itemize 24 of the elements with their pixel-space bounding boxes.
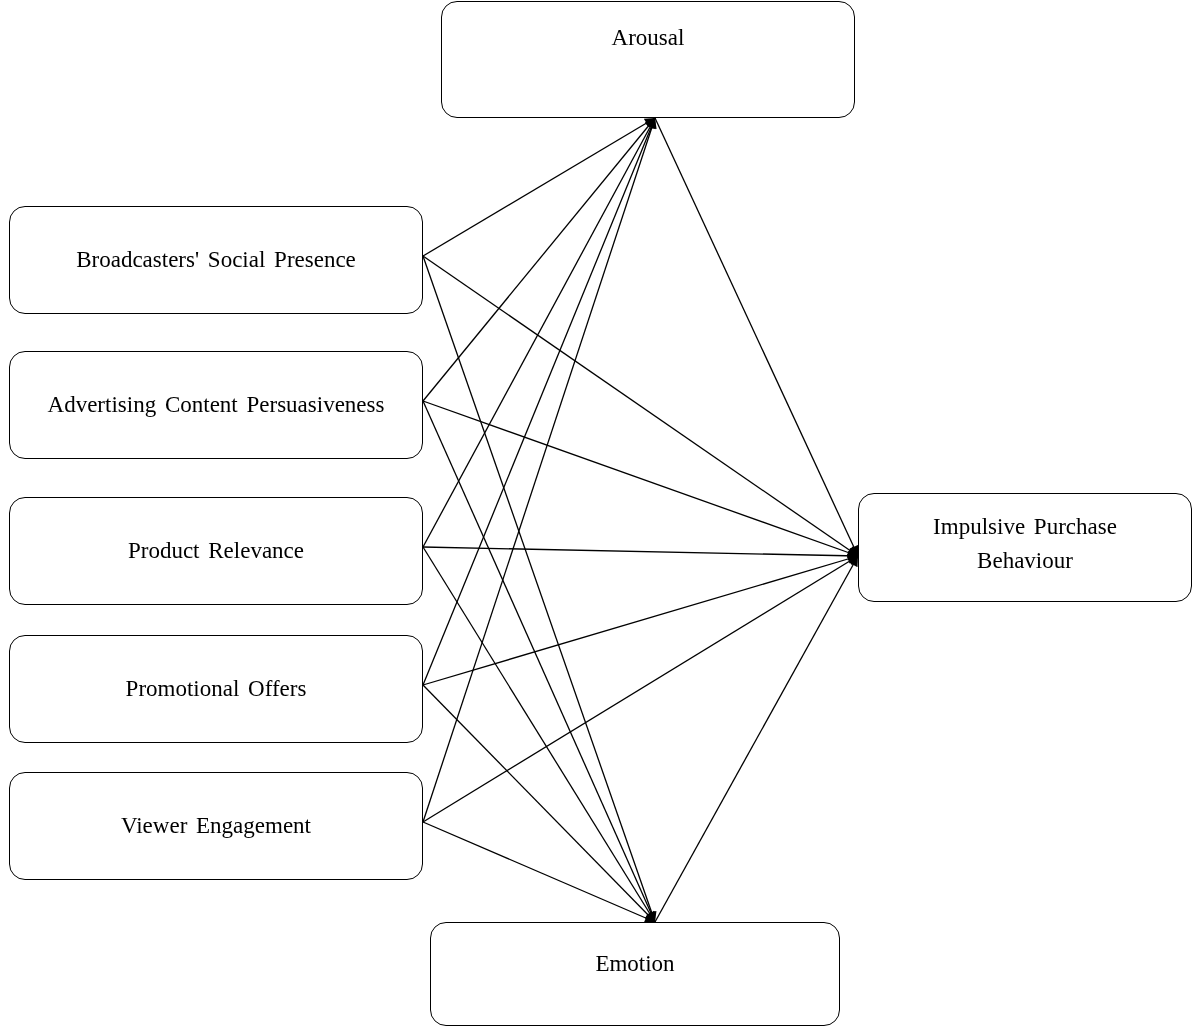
arrow [422, 117, 656, 686]
variable-box [858, 493, 1192, 602]
variable-label: Advertising Content Persuasiveness [47, 391, 385, 420]
variable-label: Viewer Engagement [121, 812, 311, 841]
variable-label: Broadcasters' Social Presence [76, 246, 356, 275]
variable-box [9, 497, 423, 605]
variable-label: Emotion [595, 950, 675, 979]
arrow [422, 555, 859, 823]
variable-label: Product Relevance [127, 537, 305, 566]
arrow [422, 117, 657, 823]
variable-box [9, 635, 423, 743]
arrow [654, 555, 859, 923]
variable-box [9, 772, 423, 880]
variable-box [9, 351, 423, 459]
variable-label: Impulsive Purchase Behaviour [932, 513, 1118, 575]
variable-label: Promotional Offers [125, 675, 307, 704]
variable-box [9, 206, 423, 314]
arrow [422, 117, 656, 548]
arrow [654, 117, 859, 557]
variable-box [430, 922, 840, 1026]
variable-box [441, 1, 855, 118]
variable-label: Arousal [611, 23, 685, 52]
arrow [422, 117, 656, 257]
arrow [422, 821, 656, 923]
